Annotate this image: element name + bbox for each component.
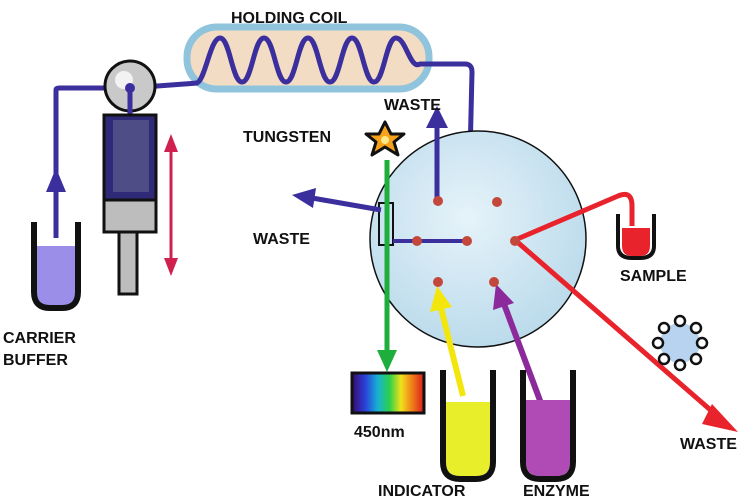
- indicator-flow: [430, 286, 466, 397]
- coil-tubing: [193, 35, 423, 86]
- valve-port: [433, 196, 443, 206]
- wavelength-label: 450nm: [354, 424, 405, 441]
- waste-right-label: WASTE: [680, 436, 737, 453]
- plunger-rod: [117, 230, 139, 296]
- indicator-vessel: [440, 370, 496, 482]
- carrier-tubing: [53, 85, 130, 238]
- waste-top-arrow: [426, 106, 448, 200]
- sample-label: SAMPLE: [620, 268, 687, 285]
- carrier-flow-arrow: [46, 168, 66, 192]
- carrier-label: CARRIER: [3, 330, 76, 347]
- holding-coil-label: HOLDING COIL: [231, 10, 348, 27]
- sample-flow: [513, 191, 738, 432]
- carrier-liquid: [34, 246, 78, 308]
- valve-port: [412, 236, 422, 246]
- enzyme-vessel: [520, 370, 576, 482]
- carrier-container: [31, 222, 81, 311]
- valve-ports: [412, 196, 520, 287]
- bead-ring-icon: [651, 314, 709, 372]
- detector-spectrum: [350, 371, 426, 415]
- carrier-buffer-reservoir: [31, 222, 81, 311]
- light-path: [377, 160, 397, 372]
- waste-left-arrow: [292, 188, 382, 213]
- valve-port: [510, 236, 520, 246]
- valve-body: [369, 130, 587, 348]
- valve-port: [492, 197, 502, 207]
- plunger-motion-arrow: [164, 134, 178, 276]
- waste-top-label: WASTE: [384, 97, 441, 114]
- sample-vial: [616, 214, 656, 260]
- enzyme-label: ENZYME: [523, 483, 590, 500]
- buffer-label: BUFFER: [3, 352, 68, 369]
- indicator-label: INDICATOR: [378, 483, 466, 500]
- syringe-pump: [102, 59, 158, 296]
- holding-coil: [183, 23, 433, 93]
- coil-to-valve-tubing: [420, 61, 475, 243]
- tungsten-label: TUNGSTEN: [243, 129, 331, 146]
- valve-port: [433, 277, 443, 287]
- tungsten-lamp-icon: [364, 120, 406, 157]
- valve-port: [489, 277, 499, 287]
- valve-port: [462, 236, 472, 246]
- syringe-plunger: [102, 198, 158, 234]
- waste-left-label: WASTE: [253, 231, 310, 248]
